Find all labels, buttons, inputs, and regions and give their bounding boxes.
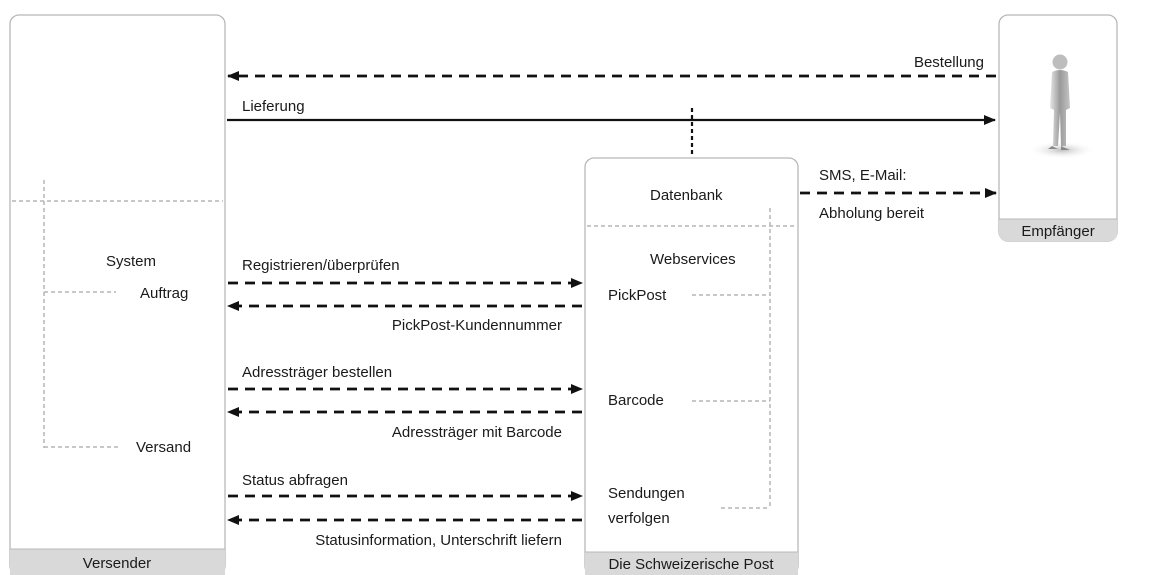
tracking-label-line2: verfolgen: [608, 510, 670, 527]
notification-label-line2: Abholung bereit: [819, 205, 925, 222]
register-arrow-label: Registrieren/überprüfen: [242, 257, 400, 274]
order-arrow-label: Bestellung: [914, 54, 984, 71]
sender-footer-label: Versender: [83, 555, 151, 572]
sender-box: Versender System Auftrag Versand: [9, 14, 226, 575]
delivery-arrow-label: Lieferung: [242, 98, 305, 115]
notification-label-line1: SMS, E-Mail:: [819, 167, 907, 184]
pickpost-label: PickPost: [608, 287, 667, 304]
shipping-label: Versand: [136, 439, 191, 456]
database-label: Datenbank: [650, 187, 723, 204]
status-query-arrow-label: Status abfragen: [242, 472, 348, 489]
recipient-footer-label: Empfänger: [1021, 223, 1094, 240]
customer-number-arrow-label: PickPost-Kundennummer: [392, 317, 562, 334]
order-label: Auftrag: [140, 285, 188, 302]
post-box: Die Schweizerische Post Datenbank Webser…: [584, 157, 799, 575]
tracking-label-line1: Sendungen: [608, 485, 685, 502]
status-info-arrow-label: Statusinformation, Unterschrift liefern: [315, 532, 562, 549]
webservices-label: Webservices: [650, 251, 736, 268]
labels-with-barcode-arrow-label: Adressträger mit Barcode: [392, 424, 562, 441]
order-labels-arrow-label: Adressträger bestellen: [242, 364, 392, 381]
post-footer-label: Die Schweizerische Post: [608, 556, 774, 573]
person-icon: [1028, 54, 1096, 159]
barcode-label: Barcode: [608, 392, 664, 409]
system-label: System: [106, 253, 156, 270]
recipient-box: Empfänger: [998, 14, 1118, 242]
